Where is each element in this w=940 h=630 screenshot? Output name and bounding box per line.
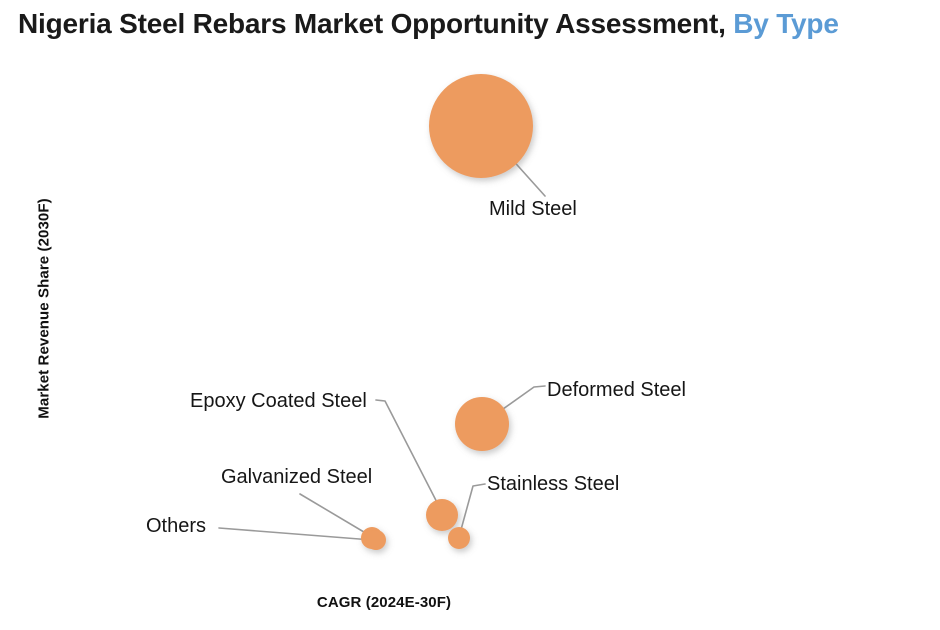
- leader-line-galvanized-steel: [299, 493, 375, 539]
- page-title: Nigeria Steel Rebars Market Opportunity …: [18, 8, 928, 40]
- leader-line-stainless-steel: [458, 483, 486, 538]
- bubble-stainless-steel[interactable]: [448, 527, 470, 549]
- bubble-others[interactable]: [366, 530, 386, 550]
- bubble-label-stainless-steel: Stainless Steel: [487, 473, 620, 495]
- x-axis-title: CAGR (2024E-30F): [316, 594, 452, 611]
- page-title-accent: By Type: [733, 8, 839, 39]
- bubble-label-deformed-steel: Deformed Steel: [547, 379, 686, 401]
- leader-line-others: [218, 527, 373, 541]
- bubble-label-galvanized-steel: Galvanized Steel: [221, 466, 373, 488]
- bubble-deformed-steel[interactable]: [455, 397, 509, 451]
- page-title-main: Nigeria Steel Rebars Market Opportunity …: [18, 8, 726, 39]
- bubble-label-mild-steel: Mild Steel: [489, 198, 577, 220]
- bubble-mild-steel[interactable]: [429, 74, 533, 178]
- bubble-label-others: Others: [146, 515, 207, 537]
- bubble-epoxy-coated-steel[interactable]: [426, 499, 458, 531]
- bubble-label-epoxy-coated-steel: Epoxy Coated Steel: [190, 390, 367, 412]
- leader-line-epoxy-coated-steel: [375, 399, 445, 517]
